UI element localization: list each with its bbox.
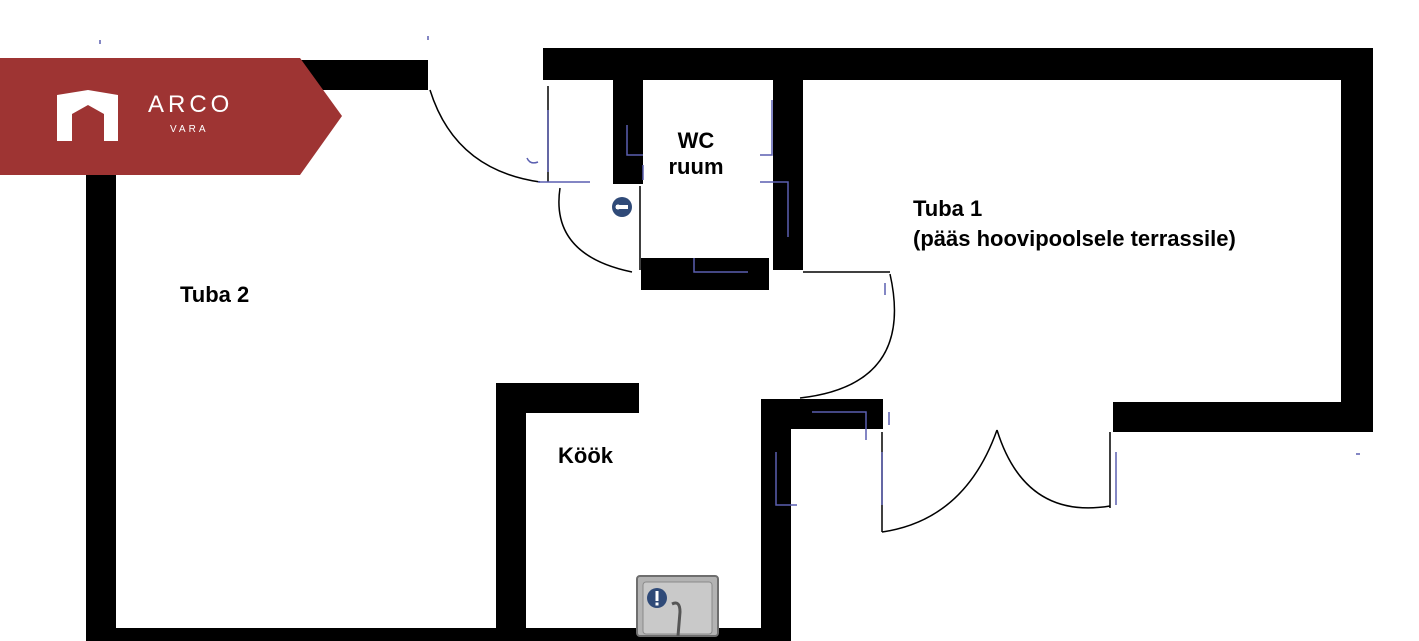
house-icon (57, 90, 118, 141)
room-label-kook: Köök (558, 443, 613, 468)
door-wc (558, 186, 641, 273)
door-tuba1 (799, 271, 896, 399)
wall-right (1341, 48, 1373, 432)
wall-right-lower (1113, 402, 1373, 432)
wall-top-right (543, 48, 1373, 80)
brand-name: ARCO (148, 91, 234, 118)
wall-left (86, 160, 116, 641)
wall-top-left (300, 60, 428, 90)
wall-terrace-stub (761, 399, 883, 429)
tuba1-note: (pääs hoovipoolsele terrassile) (913, 226, 1236, 251)
wall-kitchen-right (761, 399, 791, 641)
wall-wc-left (613, 48, 643, 184)
wall-kitchen-left (496, 383, 526, 641)
sink-icon (636, 575, 719, 637)
wc-label: WC ruum (668, 128, 724, 179)
wall-bottom (86, 628, 791, 641)
door-terrace (881, 429, 1111, 533)
wall-wc-bottom (641, 258, 769, 290)
tuba1-name: Tuba 1 (913, 196, 983, 221)
room-label-tuba1: Tuba 1 (pääs hoovipoolsele terrassile) (913, 196, 1236, 252)
brand-sub: VARA (170, 124, 209, 135)
room-label-tuba2: Tuba 2 (180, 282, 250, 307)
toilet-sensor-icon (612, 197, 632, 217)
room-label-wc: WC ruum (669, 128, 724, 180)
fixture-lines (99, 36, 1360, 506)
